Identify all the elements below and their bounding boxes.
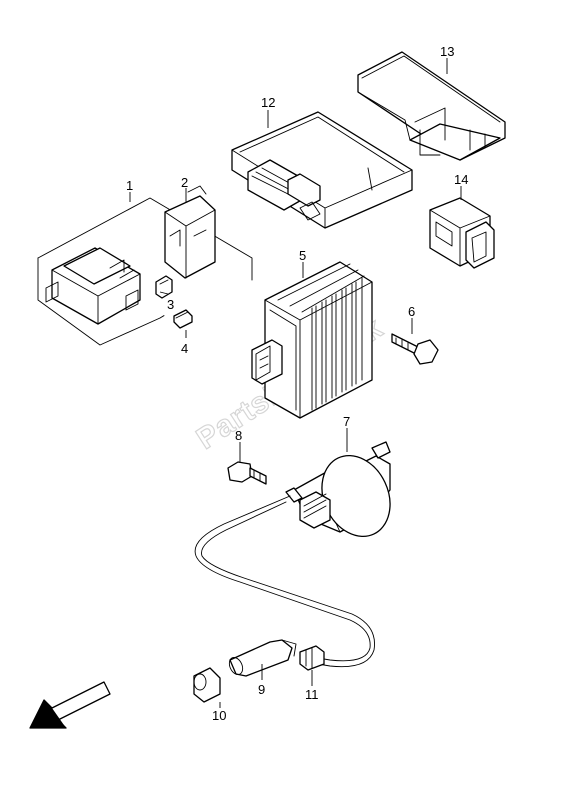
part-1-starter-relay[interactable] — [45, 247, 141, 325]
callout-6: 6 — [408, 304, 415, 319]
callout-11: 11 — [305, 687, 319, 702]
part-6-bolt[interactable] — [391, 333, 439, 365]
part-3-clip[interactable] — [155, 275, 173, 299]
callout-5: 5 — [299, 248, 306, 263]
callout-3: 3 — [167, 297, 174, 312]
front-direction-arrow-icon — [29, 681, 111, 729]
part-2-relay-cover[interactable] — [164, 185, 216, 279]
part-8-bolt[interactable] — [227, 461, 267, 485]
part-9-plug-cap[interactable] — [227, 639, 297, 677]
callout-9: 9 — [258, 682, 265, 697]
part-10-rubber-cap[interactable] — [193, 667, 221, 703]
callout-12: 12 — [261, 95, 275, 110]
callout-4: 4 — [181, 341, 188, 356]
part-13-cover[interactable] — [357, 51, 506, 161]
part-5-regulator-rectifier[interactable] — [251, 261, 373, 419]
callout-13: 13 — [440, 44, 454, 59]
callout-1: 1 — [126, 178, 133, 193]
part-7-ignition-coil[interactable] — [285, 441, 403, 548]
high-tension-lead — [194, 495, 375, 668]
callout-8: 8 — [235, 428, 242, 443]
callout-7: 7 — [343, 414, 350, 429]
callout-14: 14 — [454, 172, 468, 187]
part-12-control-unit[interactable] — [231, 111, 413, 229]
part-4-screw[interactable] — [173, 309, 193, 329]
callout-labels: 1 2 3 4 5 6 7 8 9 10 11 12 13 14 — [126, 44, 468, 723]
callout-2: 2 — [181, 175, 188, 190]
part-11-clamp[interactable] — [299, 645, 325, 671]
part-14-relay[interactable] — [429, 197, 495, 269]
leader-lines — [129, 58, 462, 708]
callout-10: 10 — [212, 708, 226, 723]
